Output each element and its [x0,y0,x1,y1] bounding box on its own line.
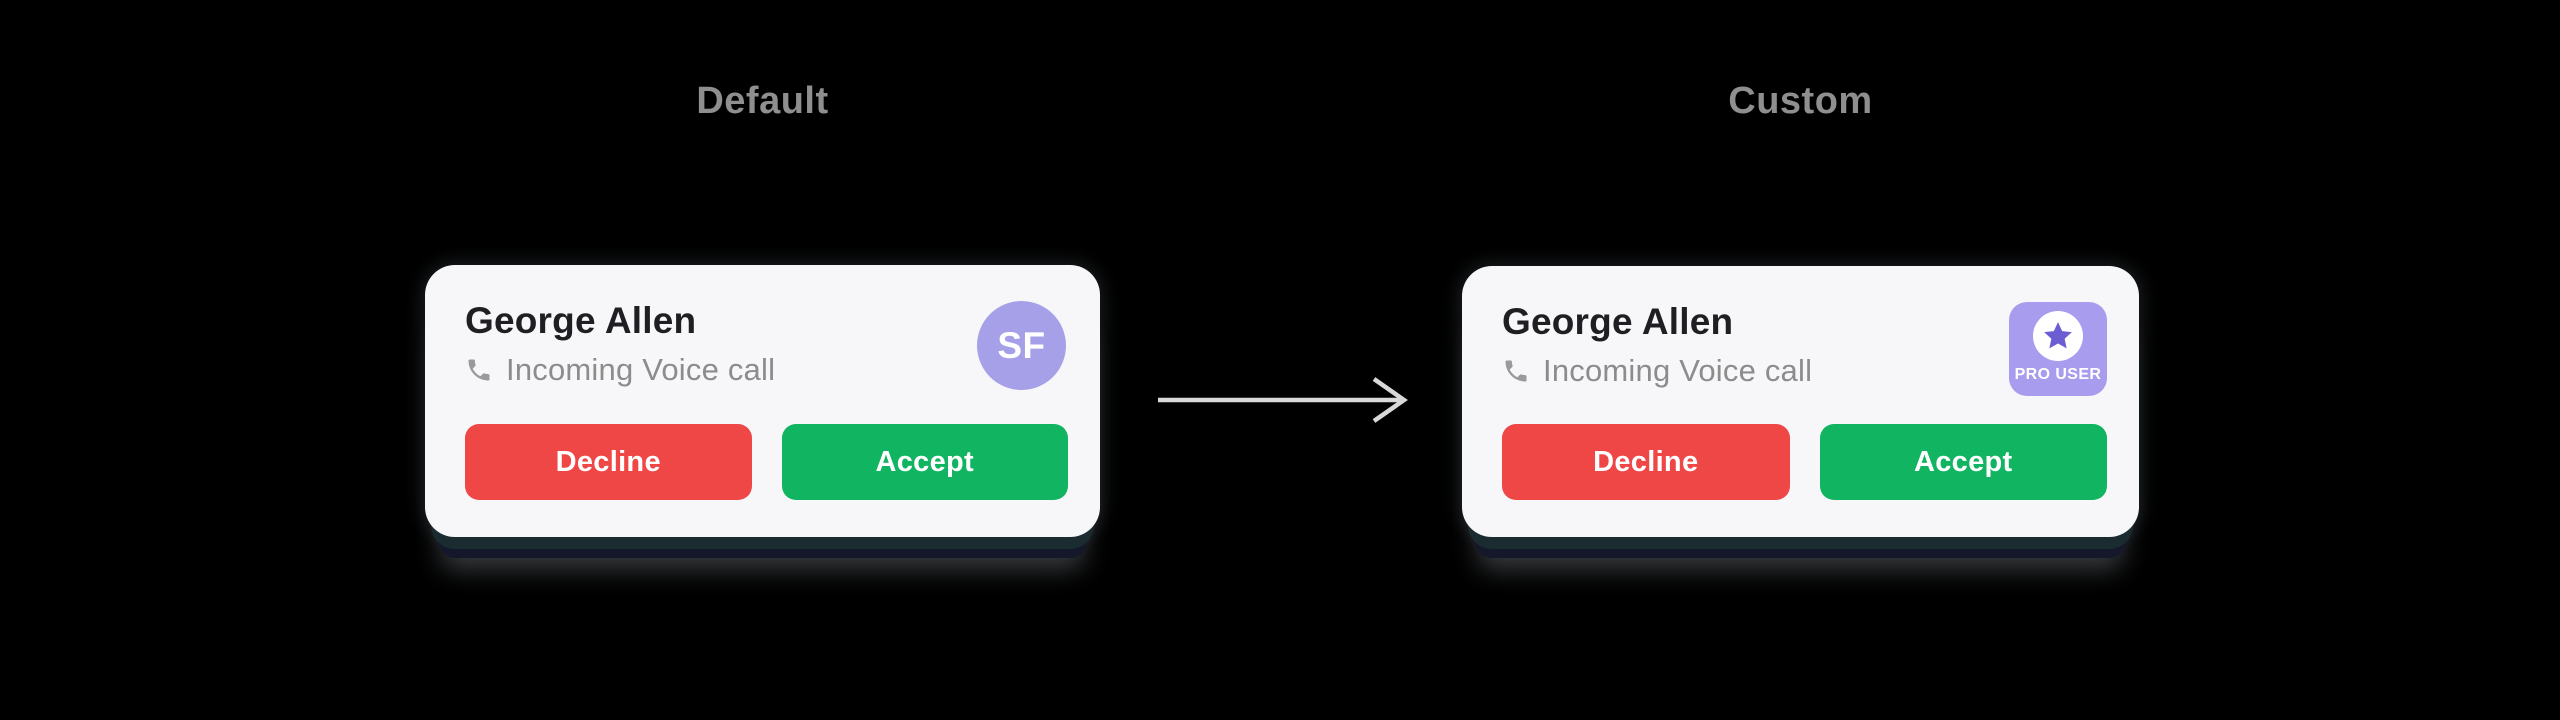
section-title-default: Default [696,80,829,122]
card-actions: Decline Accept [465,424,1068,500]
pro-user-label: PRO USER [2014,366,2102,383]
arrow-right-icon [1158,377,1408,423]
call-notification-card-custom: George Allen Incoming Voice call PRO USE… [1462,266,2139,537]
caller-name: George Allen [465,300,697,341]
caller-name: George Allen [1502,301,1734,342]
call-status-row: Incoming Voice call [465,352,775,388]
avatar: SF [977,301,1066,390]
badge-circle [2033,311,2083,361]
section-title-custom: Custom [1728,80,1873,122]
card-header: George Allen Incoming Voice call PRO USE… [1502,300,2107,396]
phone-icon [1505,360,1527,382]
pro-user-badge: PRO USER [2009,302,2107,396]
decline-button[interactable]: Decline [1502,424,1790,500]
call-status-row: Incoming Voice call [1502,353,1812,389]
card-actions: Decline Accept [1502,424,2107,500]
card-header: George Allen Incoming Voice call SF [465,299,1068,390]
decline-button[interactable]: Decline [465,424,752,500]
avatar-initials: SF [997,324,1046,366]
caller-block: George Allen Incoming Voice call [465,299,775,388]
call-status-label: Incoming Voice call [1543,353,1813,388]
call-notification-card-default: George Allen Incoming Voice call SF Decl… [425,265,1100,537]
caller-block: George Allen Incoming Voice call [1502,300,1812,389]
phone-icon [468,359,490,381]
call-status-label: Incoming Voice call [506,352,776,387]
accept-button[interactable]: Accept [781,424,1068,500]
accept-button[interactable]: Accept [1819,424,2107,500]
star-icon [2044,322,2072,349]
